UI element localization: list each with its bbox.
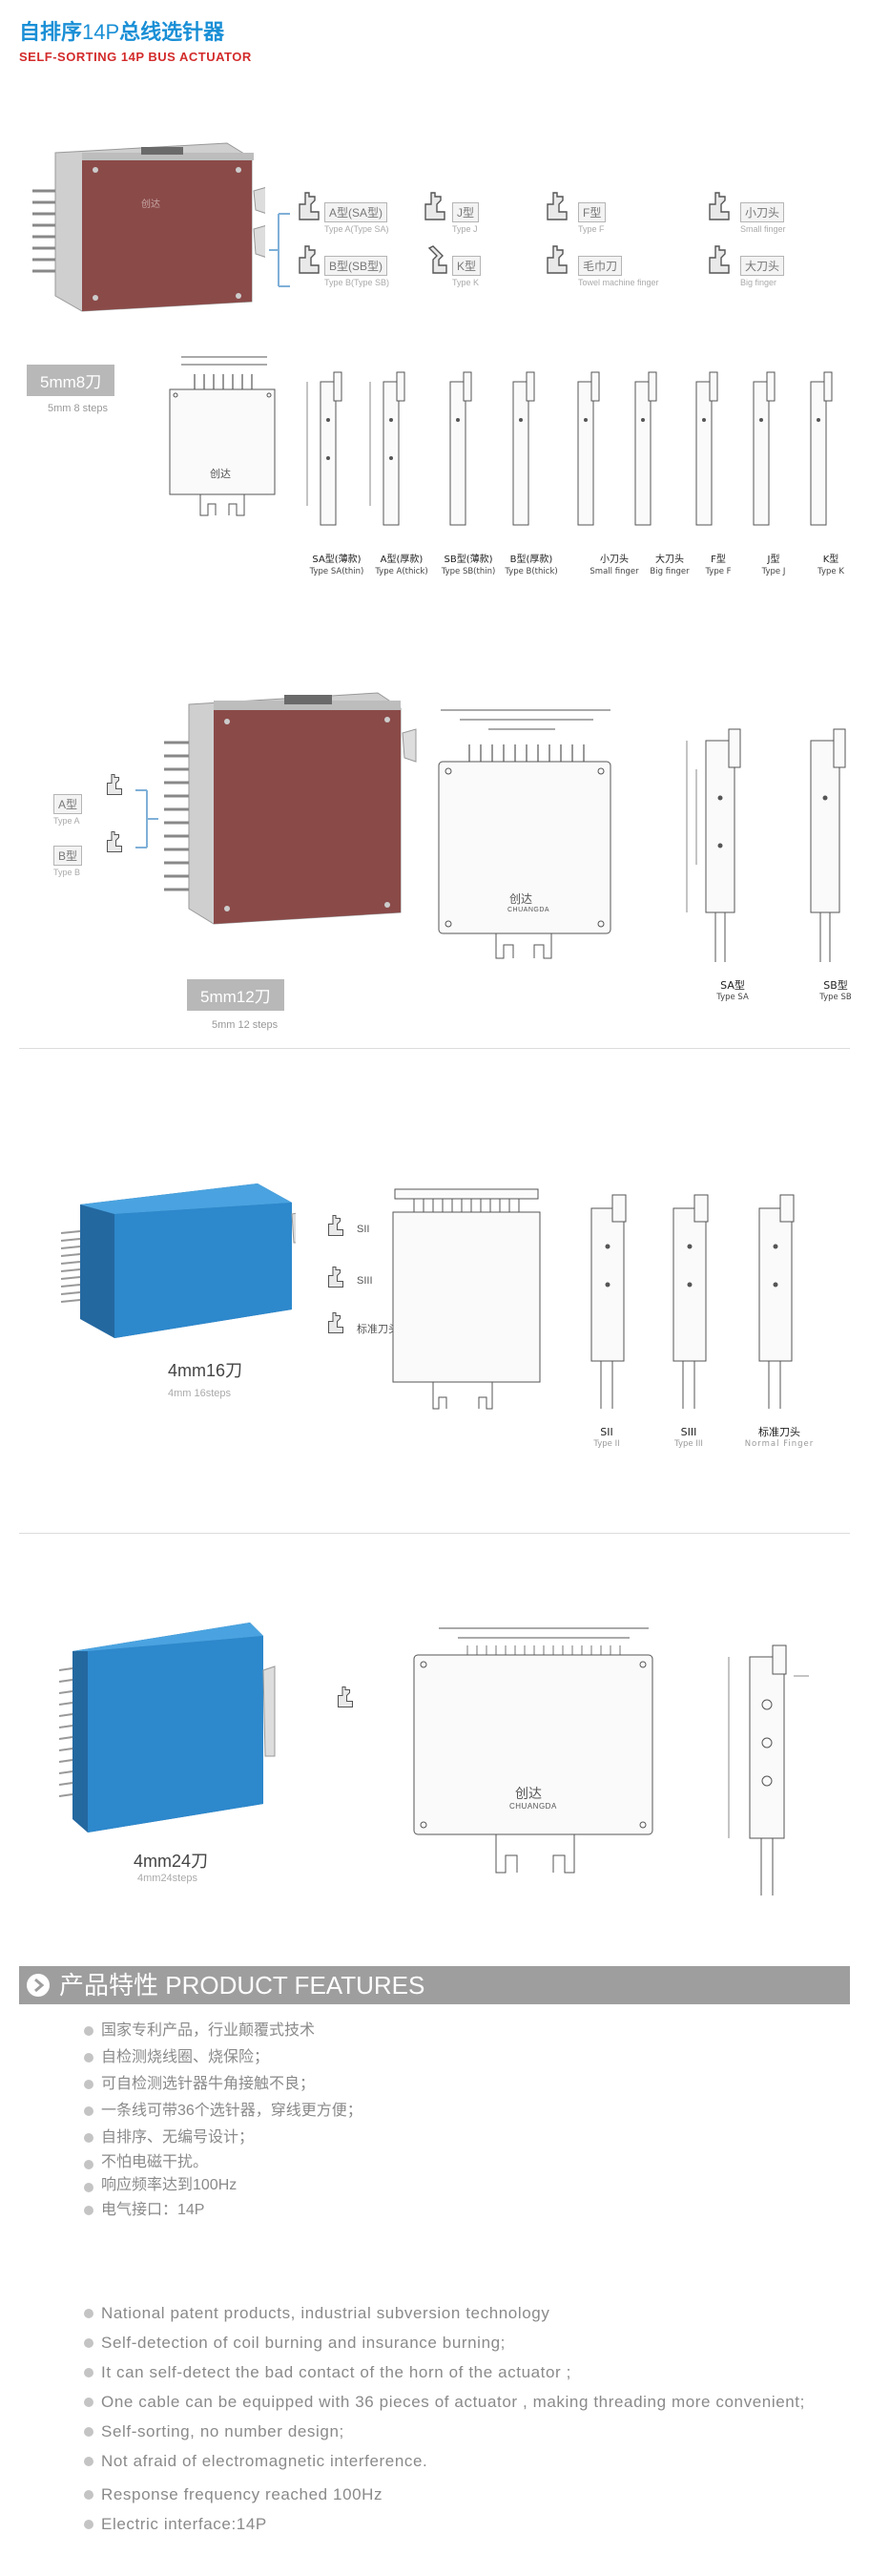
type-siii-label: SIII	[357, 1275, 373, 1287]
step-label-5mm12: 5mm12刀	[187, 979, 284, 1011]
finger-type-towel-icon	[542, 244, 580, 283]
feature-cn-item: 自检测烧线圈、烧保险；	[76, 2044, 362, 2071]
feature-en-item: Self-sorting, no number design;	[76, 2419, 826, 2444]
drawing-12-step-front: 创达	[438, 709, 611, 959]
finger-type-a: A型(SA型)Type A(Type SA)	[324, 202, 389, 234]
type-normal-label: 标准刀头	[357, 1324, 399, 1335]
step-sub-4mm24: 4mm24steps	[137, 1873, 197, 1884]
feature-en-item: Self-detection of coil burning and insur…	[76, 2330, 826, 2356]
feature-en-item: Not afraid of electromagnetic interferen…	[76, 2448, 826, 2474]
feature-cn-item: 不怕电磁干扰。	[76, 2151, 362, 2174]
section-divider-2	[19, 1533, 850, 1534]
section-divider	[19, 1048, 850, 1049]
type-sii-icon	[324, 1214, 353, 1243]
type-sii-label: SII	[357, 1224, 370, 1235]
feature-cn-item: 国家专利产品，行业颠覆式技术	[76, 2018, 362, 2044]
arrow-right-icon	[27, 1974, 50, 1997]
feature-cn-item: 可自检测选针器牛角接触不良；	[76, 2071, 362, 2098]
features-list-cn: 国家专利产品，行业颠覆式技术 自检测烧线圈、烧保险； 可自检测选针器牛角接触不良…	[76, 2018, 362, 2224]
svg-text:创达: 创达	[509, 892, 532, 906]
features-title: 产品特性 PRODUCT FEATURES	[59, 1971, 425, 2000]
page-subtitle: SELF-SORTING 14P BUS ACTUATOR	[19, 50, 252, 64]
drawing-24-step-front: 创达	[413, 1627, 653, 1874]
drawing-label-b-thick: B型(厚款)Type B(thick)	[505, 555, 558, 576]
drawing-label-sa-thin: SA型(薄款)Type SA(thin)	[309, 555, 364, 576]
actuator-24-step-photo	[59, 1623, 276, 1833]
step-label-4mm16: 4mm16刀	[168, 1361, 243, 1380]
svg-text:创达: 创达	[210, 468, 231, 480]
step-sub-5mm8: 5mm 8 steps	[48, 403, 108, 414]
feature-en-item: National patent products, industrial sub…	[76, 2300, 826, 2326]
feature-cn-item: 自排序、无编号设计；	[76, 2125, 362, 2151]
finger-drawings-16-step	[590, 1194, 795, 1409]
finger-drawing-24-step	[728, 1644, 809, 1895]
step-sub-4mm16: 4mm 16steps	[168, 1388, 232, 1399]
finger-type-b: B型(SB型)Type B(Type SB)	[324, 256, 389, 287]
svg-text:创达: 创达	[515, 1787, 542, 1802]
feature-en-item: Response frequency reached 100Hz	[76, 2482, 826, 2507]
product-features-bar: 产品特性 PRODUCT FEATURES	[19, 1966, 850, 2004]
step-label-4mm24: 4mm24刀	[134, 1852, 209, 1871]
step-label-5mm8: 5mm8刀	[27, 365, 115, 396]
finger-type-f-icon	[542, 191, 580, 229]
step-sub-5mm12: 5mm 12 steps	[212, 1019, 279, 1031]
drawing-12-step-fingers	[686, 728, 846, 962]
type-normal-icon	[324, 1311, 353, 1340]
actuator-12-step-photo	[164, 692, 417, 925]
finger-24-step-icon	[334, 1686, 362, 1714]
brand-name-12-step: CHUANGDA	[507, 907, 550, 913]
drawing-16-step-front	[392, 1188, 541, 1410]
feature-en-item: It can self-detect the bad contact of th…	[76, 2359, 826, 2385]
drawing-label-a-thick: A型(厚款)Type A(thick)	[375, 555, 428, 576]
brand-name-24-step: CHUANGDA	[509, 1802, 557, 1811]
type-siii-icon	[324, 1266, 353, 1294]
feature-cn-item: 电气接口：14P	[76, 2197, 362, 2224]
feature-en-item: One cable can be equipped with 36 pieces…	[76, 2389, 826, 2415]
feature-cn-item: 响应频率达到100Hz	[76, 2174, 362, 2197]
actuator-8-step-photo	[32, 142, 265, 312]
brand-logo: 创达	[141, 199, 160, 210]
finger-drawings-8-step	[306, 371, 833, 526]
drawing-label-sb-thin: SB型(薄款)Type SB(thin)	[441, 555, 496, 576]
type-ab-bracket	[106, 773, 158, 853]
finger-type-small-icon	[704, 191, 742, 229]
drawing-8-step-front: 创达	[169, 356, 276, 516]
features-list-en: National patent products, industrial sub…	[76, 2300, 826, 2537]
actuator-16-step-photo	[60, 1183, 296, 1338]
page-title: 自排序14P总线选针器	[19, 20, 225, 44]
feature-cn-item: 一条线可带36个选针器，穿线更方便；	[76, 2098, 362, 2125]
feature-en-item: Electric interface:14P	[76, 2511, 826, 2537]
finger-bracket	[269, 213, 290, 287]
finger-type-big-icon	[704, 244, 742, 283]
